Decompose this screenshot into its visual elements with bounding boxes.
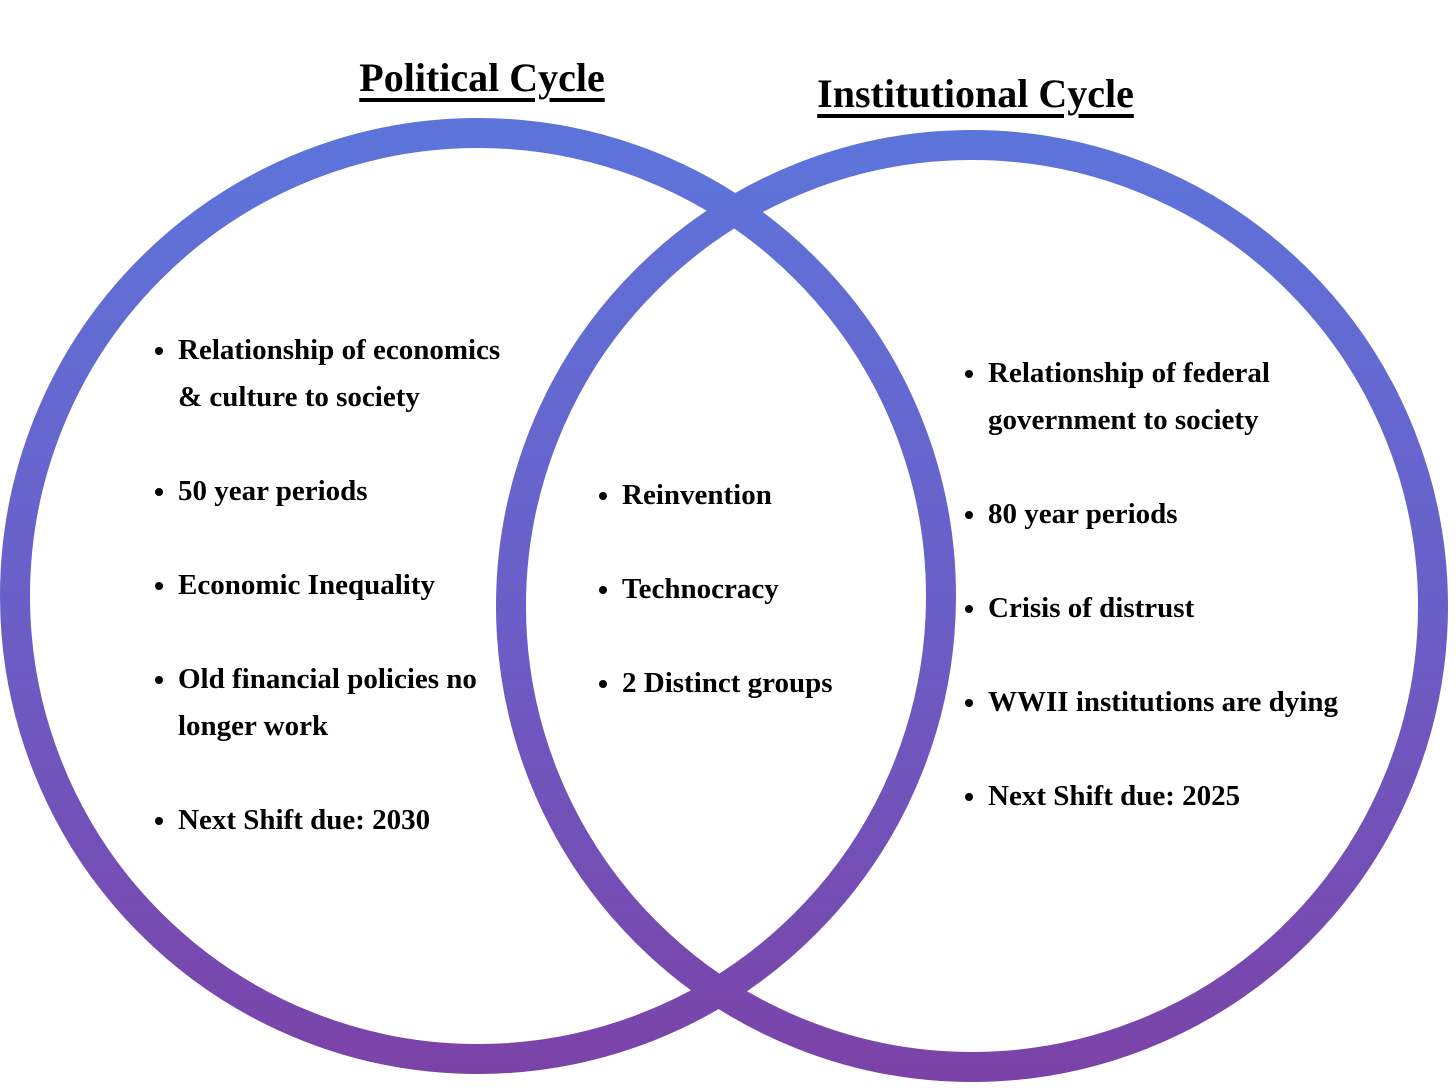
intersection-list: Reinvention Technocracy 2 Distinct group… xyxy=(592,472,952,707)
list-item: Economic Inequality xyxy=(178,562,508,609)
left-circle-title: Political Cycle xyxy=(359,55,605,100)
left-circle-list: Relationship of economics & culture to s… xyxy=(148,327,508,844)
list-item: Reinvention xyxy=(622,472,952,519)
list-item: Next Shift due: 2030 xyxy=(178,797,508,844)
list-item: Next Shift due: 2025 xyxy=(988,773,1338,820)
list-item: Technocracy xyxy=(622,566,952,613)
list-item: Relationship of federal government to so… xyxy=(988,350,1338,444)
right-circle-list: Relationship of federal government to so… xyxy=(958,350,1338,820)
list-item: WWII institutions are dying xyxy=(988,679,1338,726)
right-circle-title: Institutional Cycle xyxy=(817,71,1134,116)
right-circle xyxy=(496,130,1448,1082)
list-item: 2 Distinct groups xyxy=(622,660,952,707)
list-item: 50 year periods xyxy=(178,468,508,515)
list-item: Relationship of economics & culture to s… xyxy=(178,327,508,421)
left-circle xyxy=(0,118,956,1074)
list-item: 80 year periods xyxy=(988,491,1338,538)
list-item: Crisis of distrust xyxy=(988,585,1338,632)
list-item: Old financial policies no longer work xyxy=(178,656,508,750)
